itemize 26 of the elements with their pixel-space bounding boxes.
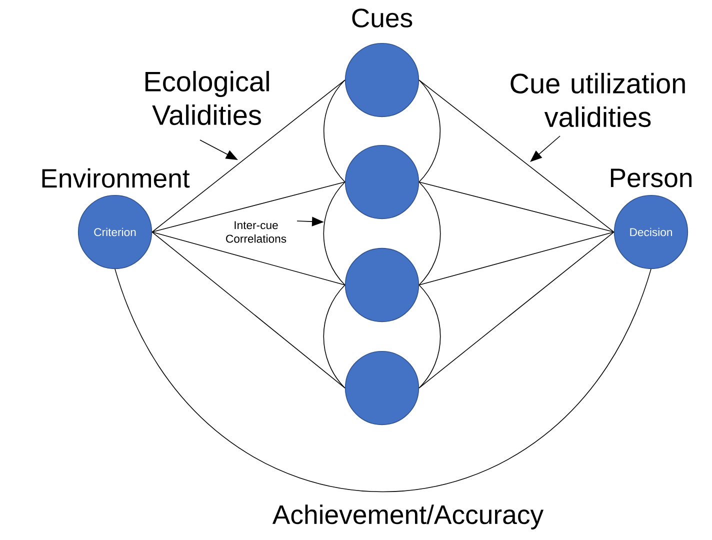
correlation-arc bbox=[323, 182, 346, 286]
heading-text: Person bbox=[610, 168, 692, 188]
cue-circle bbox=[344, 144, 420, 220]
annotation-text: Inter-cue Correlations bbox=[226, 221, 286, 243]
connector-line bbox=[152, 232, 346, 286]
cue-circle bbox=[344, 350, 420, 426]
cue-circle bbox=[344, 248, 420, 322]
connector-line bbox=[418, 232, 614, 286]
connector-line bbox=[152, 80, 346, 232]
heading-text: Environment bbox=[42, 168, 190, 188]
column-heading: Cues bbox=[352, 8, 412, 28]
correlation-arc bbox=[323, 284, 346, 388]
achievement-curve bbox=[114, 268, 652, 492]
edge-label: Achievement/Accuracy bbox=[271, 503, 545, 531]
leader-line bbox=[530, 136, 560, 162]
connector-line bbox=[418, 80, 614, 232]
correlation-arc bbox=[418, 182, 441, 286]
connector-line bbox=[418, 182, 614, 232]
connector-line bbox=[152, 182, 346, 232]
correlation-arc bbox=[418, 284, 441, 388]
correlation-arc bbox=[323, 80, 346, 182]
connector-line bbox=[418, 232, 614, 388]
annotation-text: Ecological Validities bbox=[146, 70, 269, 126]
correlation-arc bbox=[418, 80, 441, 182]
annotation-text: Cue utilization validities bbox=[510, 72, 685, 128]
connector-line bbox=[152, 232, 346, 388]
